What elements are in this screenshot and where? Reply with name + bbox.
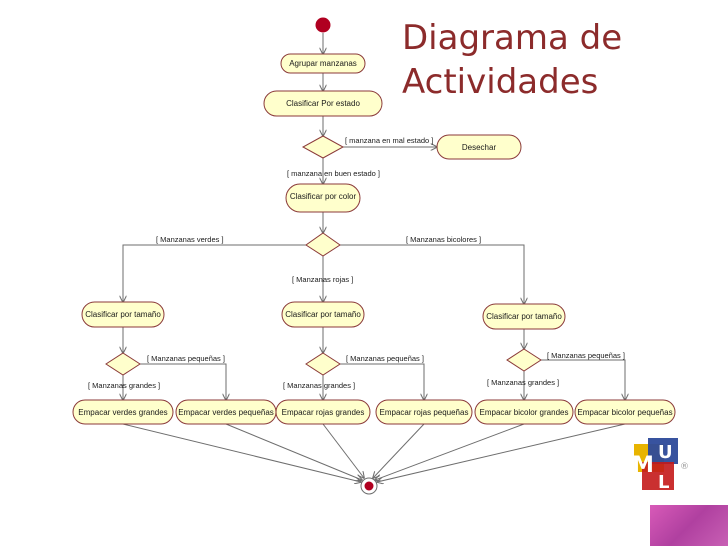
node-agrupar [280,53,366,74]
logo-letter-m: M [632,453,654,478]
guard-grandes-verde: [ Manzanas grandes ] [88,381,160,390]
label-clasificar-color: Clasificar por color [290,192,357,201]
label-clasificar-estado: Clasificar Por estado [286,99,360,108]
label-tamano-verde: Clasificar por tamaño [85,310,161,319]
node-bicolor-pequena [574,399,676,425]
guard-buen-estado: [ manzana en buen estado ] [287,169,380,178]
guard-labels: [ manzana en mal estado ] [ manzana en b… [88,136,625,390]
flow-verdes [123,244,306,302]
decision-color [305,232,341,257]
node-clasificar-color [285,183,361,213]
flow-end-2 [225,423,362,480]
flow-verde-pequena [140,363,226,400]
label-bicolor-pequena: Empacar bicolor pequeñas [577,408,672,417]
flow-end-1 [122,423,361,482]
guard-mal-estado: [ manzana en mal estado ] [345,136,433,145]
node-clasificar-estado [263,90,383,117]
decision-tamano-roja [305,352,341,376]
connectors [123,33,625,482]
label-verde-pequena: Empacar verdes pequeñas [178,408,274,417]
title-line-1: Diagrama de [402,18,623,58]
node-roja-grande [275,399,371,425]
guard-pequenas-roja: [ Manzanas pequeñas ] [346,354,424,363]
flow-roja-pequena [340,363,424,400]
node-roja-pequena [375,399,473,425]
node-bicolor-grande [474,399,574,425]
label-desechar: Desechar [462,143,497,152]
guard-grandes-roja: [ Manzanas grandes ] [283,381,355,390]
flow-bicolor-pequena [541,359,625,400]
label-roja-pequena: Empacar rojas pequeñas [380,408,469,417]
action-labels: Agrupar manzanas Clasificar Por estado D… [78,59,672,417]
initial-node [315,17,331,33]
node-tamano-verde [81,301,165,328]
node-tamano-bicolor [482,303,566,330]
decision-estado [301,135,345,159]
decision-tamano-verde [105,352,141,376]
flow-end-6 [377,423,626,482]
flow-bicolores [340,244,524,304]
node-desechar [436,134,522,160]
decision-tamano-bicolor [506,348,542,372]
flow-end-4 [373,423,425,478]
flow-end-5 [375,423,525,480]
uml-logo: U M L [632,438,678,493]
label-bicolor-grande: Empacar bicolor grandes [480,408,569,417]
label-tamano-roja: Clasificar por tamaño [285,310,361,319]
guard-verdes: [ Manzanas verdes ] [156,235,224,244]
guard-pequenas-verde: [ Manzanas pequeñas ] [147,354,225,363]
label-tamano-bicolor: Clasificar por tamaño [486,312,562,321]
guard-rojas: [ Manzanas rojas ] [292,275,353,284]
node-verde-grande [72,399,174,425]
guard-pequenas-bicolor: [ Manzanas pequeñas ] [547,351,625,360]
logo-letter-l: L [658,472,669,493]
guard-bicolores: [ Manzanas bicolores ] [406,235,481,244]
title-line-2: Actividades [402,62,599,102]
actions [72,53,676,425]
slide-title: Diagrama de Actividades [402,16,702,104]
registered-mark: ® [680,462,689,472]
decisions [105,135,542,376]
flow-end-3 [322,423,364,478]
corner-decoration [650,505,728,546]
final-node [360,477,378,495]
guard-grandes-bicolor: [ Manzanas grandes ] [487,378,559,387]
node-tamano-roja [281,301,365,328]
label-verde-grande: Empacar verdes grandes [78,408,167,417]
label-agrupar: Agrupar manzanas [289,59,357,68]
logo-letter-u: U [658,442,673,463]
label-roja-grande: Empacar rojas grandes [282,408,365,417]
